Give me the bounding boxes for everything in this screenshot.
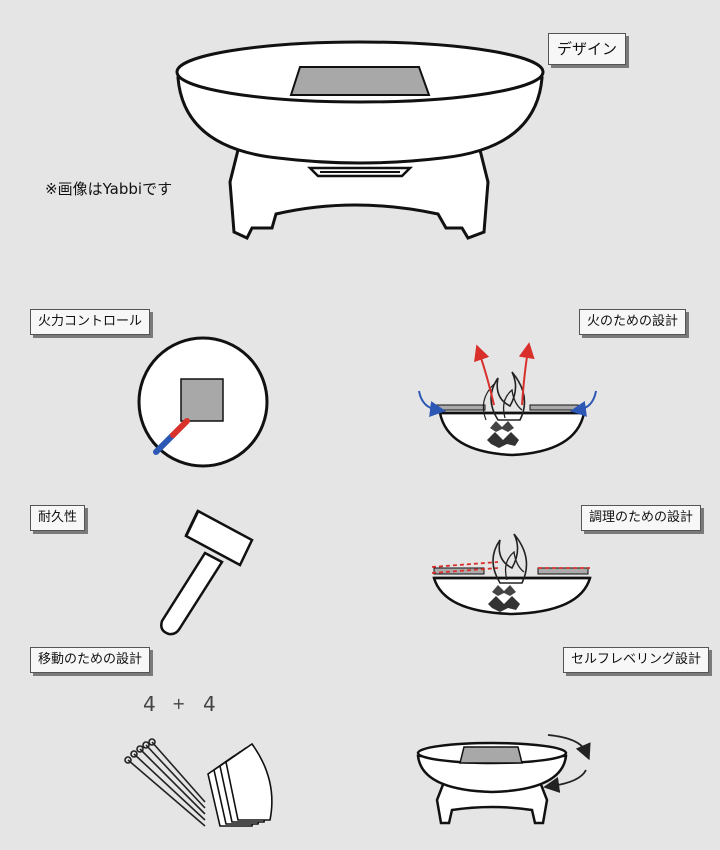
fire-design-illustration	[418, 342, 597, 457]
label-fire-design: 火のための設計	[579, 309, 687, 335]
label-cooking-design: 調理のための設計	[581, 505, 702, 531]
cooking-design-illustration	[431, 533, 592, 616]
fire-pit-pan	[289, 66, 431, 96]
label-mobility-design: 移動のための設計	[30, 647, 151, 673]
mobility-count-left: 4	[143, 692, 156, 716]
image-note: ※画像はYabbiです	[45, 180, 173, 198]
label-design: デザイン	[548, 33, 627, 65]
label-self-leveling: セルフレベリング設計	[563, 647, 710, 673]
mobility-plus: +	[172, 694, 186, 713]
label-durability: 耐久性	[30, 505, 86, 531]
fire-control-illustration	[137, 336, 269, 468]
mobility-count-right: 4	[203, 692, 216, 716]
hammer-illustration	[160, 509, 254, 636]
rotation-arrows	[543, 734, 591, 793]
label-fire-control: 火力コントロール	[30, 309, 151, 335]
mobility-illustration	[124, 738, 273, 827]
self-leveling-pan	[459, 746, 523, 764]
